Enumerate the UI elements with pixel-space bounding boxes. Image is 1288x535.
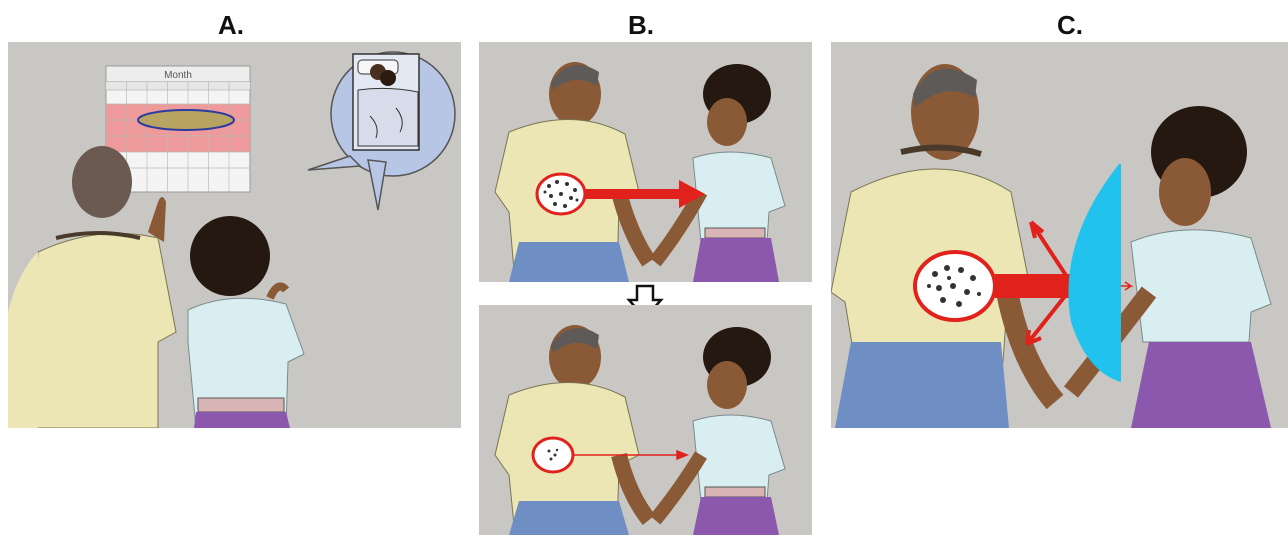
panel-a-illustration: Month	[8, 42, 461, 428]
panel-c-illustration	[831, 42, 1288, 428]
virus-particles-icon	[543, 180, 579, 208]
panel-a-label: A.	[218, 10, 244, 40]
thought-bubble-icon	[307, 51, 456, 211]
woman-figure	[649, 327, 786, 535]
virus-particles-icon	[547, 448, 559, 461]
panel-b-label: B.	[628, 10, 654, 40]
woman-figure	[1063, 106, 1272, 428]
calendar-title: Month	[164, 70, 192, 81]
panel-c-label: C.	[1057, 10, 1083, 40]
virus-particles-icon	[927, 265, 981, 307]
woman-figure	[649, 64, 786, 282]
shield-icon	[1068, 164, 1121, 382]
transmission-arrow	[585, 180, 705, 208]
panel-b-bottom-illustration	[479, 305, 812, 535]
man-figure	[8, 146, 177, 428]
woman-figure	[187, 216, 305, 428]
transmission-arrow	[573, 449, 690, 461]
panel-b-top-illustration	[479, 42, 812, 282]
calendar: Month	[105, 65, 251, 193]
transmission-arrow	[995, 274, 1073, 298]
